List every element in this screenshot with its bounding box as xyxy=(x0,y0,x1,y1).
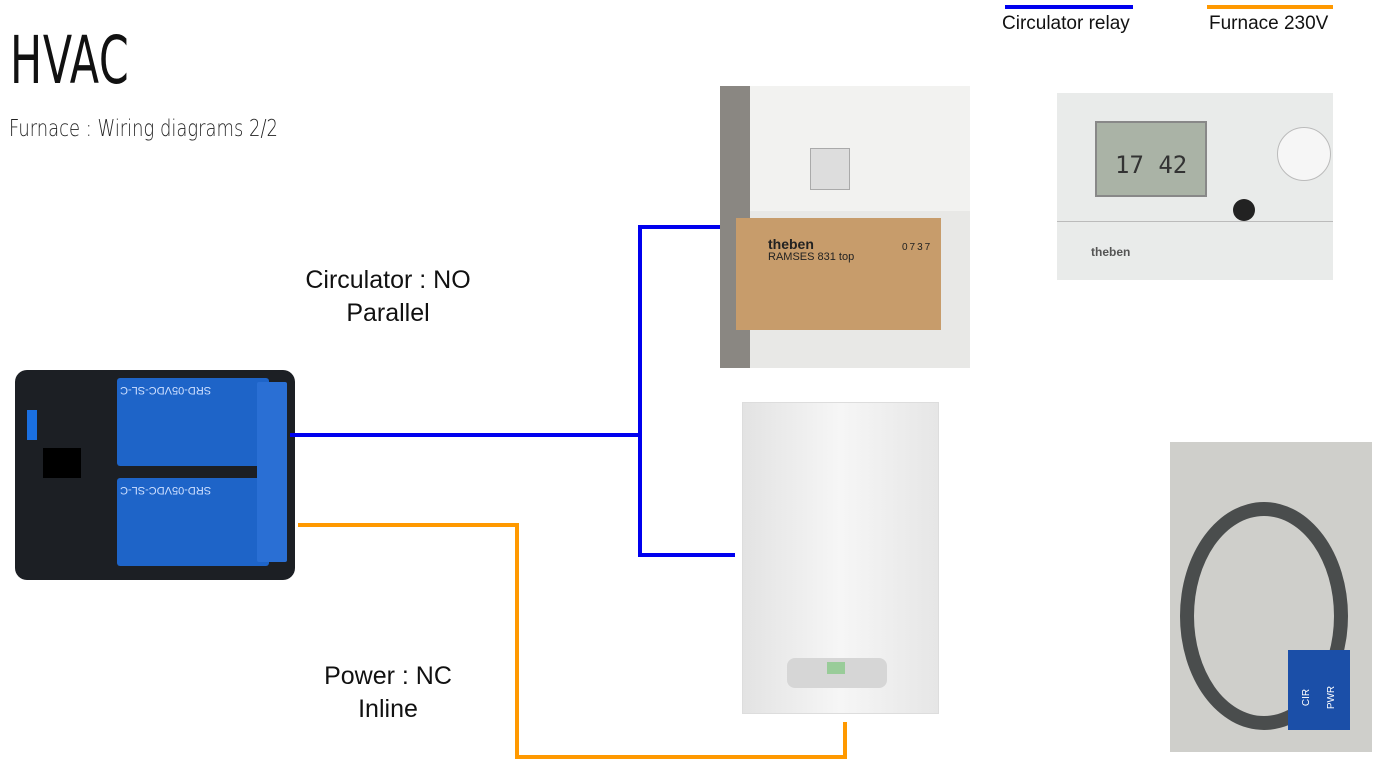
thermostat-serial: 0737 xyxy=(902,242,933,253)
circulator-label-line2: Parallel xyxy=(346,299,430,327)
page-subtitle: Furnace : Wiring diagrams 2/2 xyxy=(9,116,278,142)
furnace-photo xyxy=(742,402,939,714)
thermostat-open-photo: theben RAMSES 831 top 0737 xyxy=(720,86,970,368)
page-title: HVAC xyxy=(10,22,130,99)
furnace-power-wire xyxy=(298,523,847,759)
legend-circulator: Circulator relay xyxy=(1002,5,1133,35)
power-label: Power : NC Inline xyxy=(288,660,488,726)
legend-label: Furnace 230V xyxy=(1209,13,1329,34)
legend-line-blue xyxy=(1005,5,1133,9)
wiring-photo: CIR PWR xyxy=(1170,442,1372,752)
legend-line-orange xyxy=(1207,5,1333,9)
legend-furnace: Furnace 230V xyxy=(1207,5,1333,35)
thermostat-brand: theben xyxy=(1091,245,1131,259)
thermostat-display: 17 42 xyxy=(1115,151,1188,179)
thermostat-brand: theben xyxy=(768,236,814,252)
circulator-wire-thermostat xyxy=(638,225,735,557)
circulator-label-line1: Circulator : NO xyxy=(305,266,471,294)
legend-label: Circulator relay xyxy=(1002,13,1130,34)
power-label-line1: Power : NC xyxy=(324,662,452,690)
power-label-line2: Inline xyxy=(358,695,418,723)
thermostat-programmable-photo: 17 42 theben xyxy=(1057,93,1333,280)
circulator-label: Circulator : NO Parallel xyxy=(288,264,488,330)
thermostat-model: RAMSES 831 top xyxy=(768,251,855,263)
relay-board-photo: SRD-05VDC-SL-C SRD-05VDC-SL-C xyxy=(15,370,295,580)
